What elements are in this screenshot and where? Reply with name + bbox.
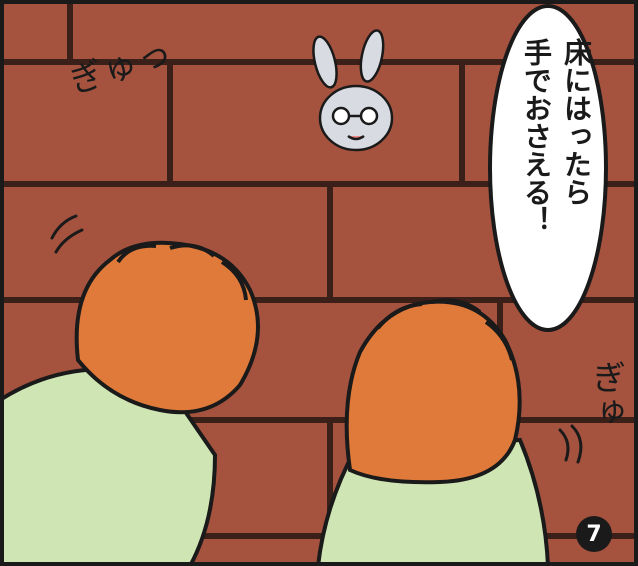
rabbit-with-glasses-icon xyxy=(312,29,394,152)
left-paw xyxy=(74,240,260,415)
page-number-badge: 7 xyxy=(576,516,612,552)
motion-lines xyxy=(50,214,583,464)
speech-bubble-text: 床にはったら 手でおさえる！ xyxy=(520,38,593,234)
right-arm xyxy=(315,298,551,566)
speech-bubble xyxy=(488,4,608,332)
left-arm xyxy=(0,240,260,566)
sfx-gyu-right: ぎゅ xyxy=(584,360,625,428)
